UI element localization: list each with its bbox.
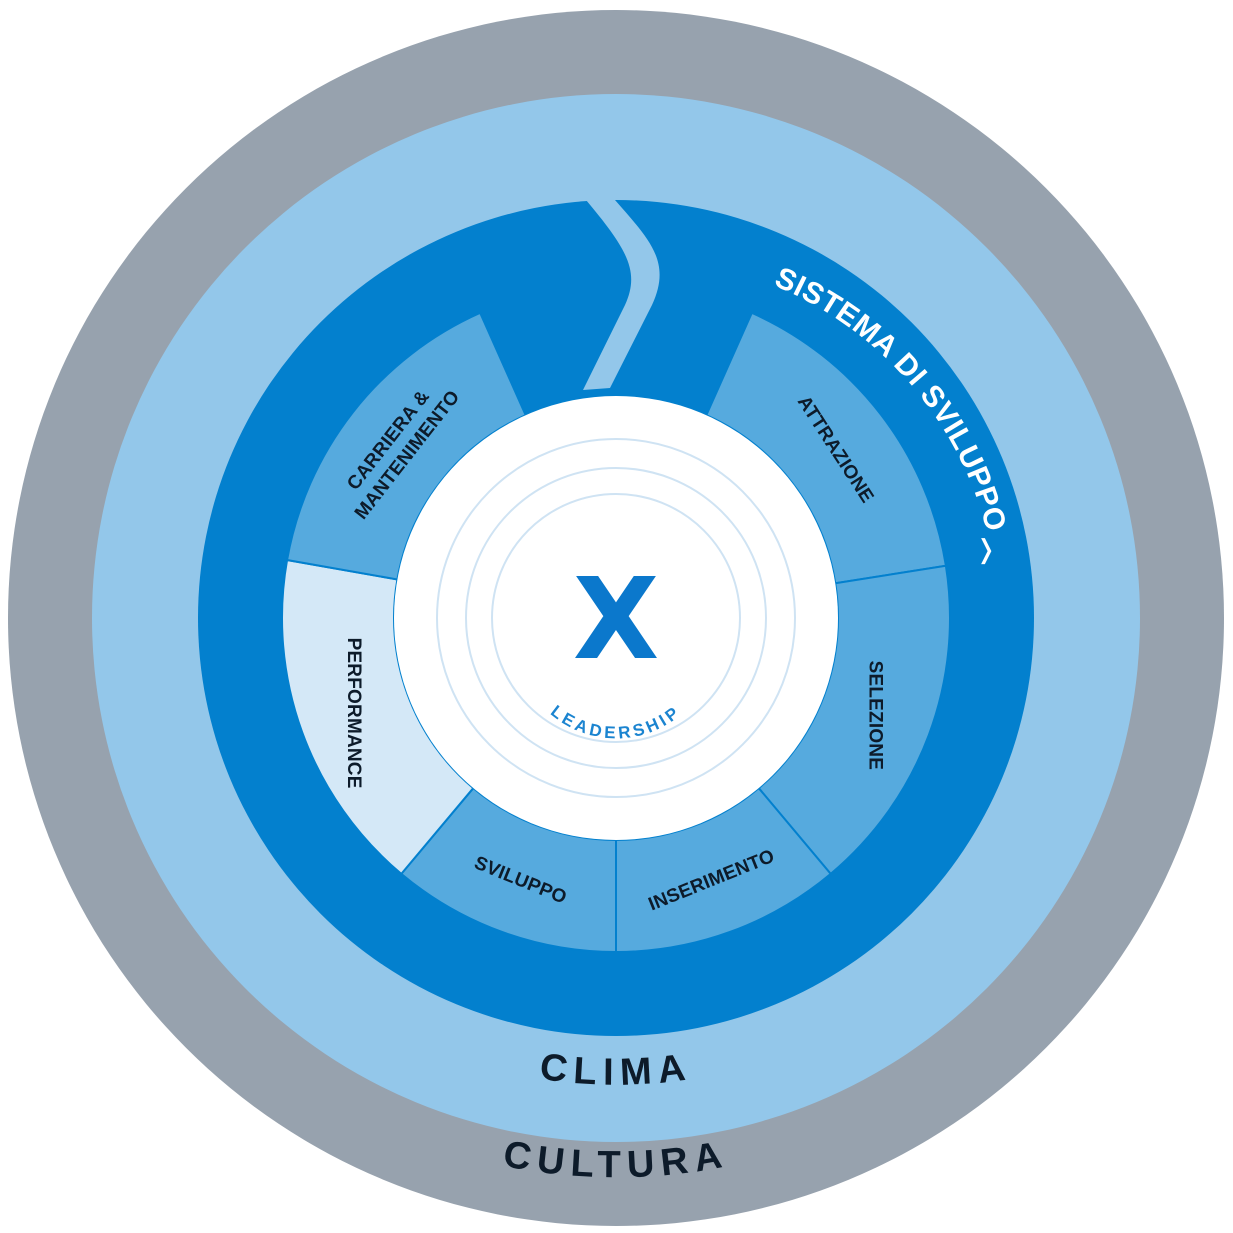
center-ring-inner (491, 493, 741, 743)
segment-label-performance: PERFORMANCE (343, 638, 364, 789)
center-ring-middle (465, 467, 767, 769)
center-disc (394, 396, 838, 840)
segment-ring: ATTRAZIONESELEZIONEINSERIMENTOSVILUPPOPE… (281, 311, 951, 954)
segment-label-line: SELEZIONE (864, 661, 885, 770)
clima-label: CLIMA (537, 1046, 694, 1094)
segment-label-line: PERFORMANCE (343, 638, 364, 789)
system-ring-notch (583, 200, 660, 390)
segment-label-selezione: SELEZIONE (864, 661, 885, 770)
center-x-symbol: X (573, 555, 659, 685)
system-bracket-icon: ❭ (975, 535, 997, 565)
center-ring-outer (436, 438, 796, 798)
